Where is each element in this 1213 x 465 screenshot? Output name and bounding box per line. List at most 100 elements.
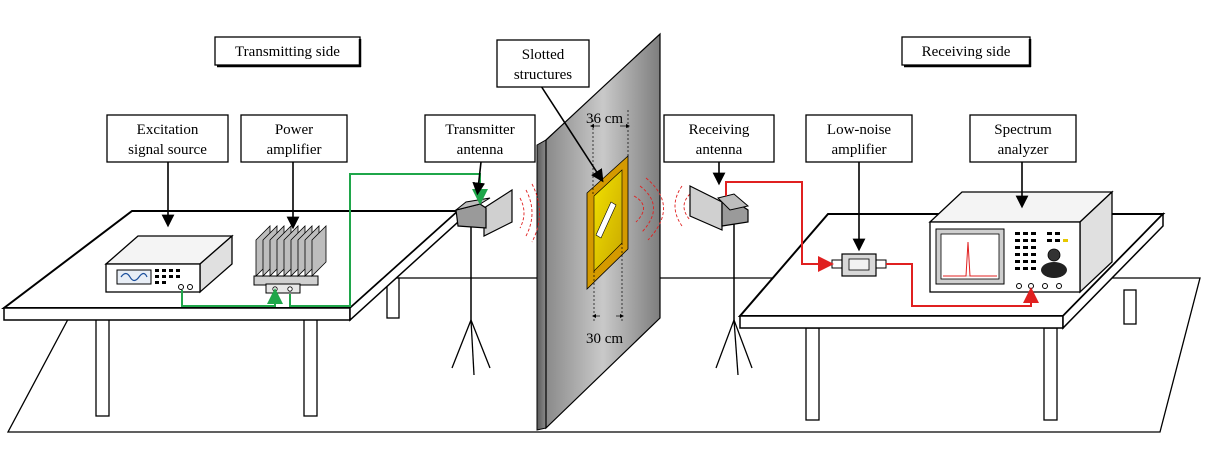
rx-antenna-horn: [689, 185, 723, 231]
right-table-leg: [805, 327, 820, 421]
left-table-leg: [303, 317, 318, 417]
tx-text-2: antenna: [457, 142, 504, 158]
sine-wave-icon: [120, 272, 148, 282]
cable-source-to-pa: [181, 288, 283, 307]
lna-face: [848, 258, 870, 271]
tx-antenna-horn: [483, 188, 513, 237]
wave-arc-tx: [519, 197, 525, 229]
pa-port: [287, 286, 293, 292]
lna-text-2: amplifier: [832, 142, 887, 158]
dimension-bottom-label: 30 cm: [586, 331, 623, 347]
tripod-leg: [470, 319, 491, 369]
spec-text-1: Spectrum: [994, 122, 1052, 138]
dimension-top-label: 36 cm: [586, 111, 623, 127]
rx-text-2: antenna: [696, 142, 743, 158]
label-power-amplifier: Power amplifier: [240, 114, 348, 163]
wave-arc-rx: [683, 193, 691, 221]
label-excitation-signal-source: Excitation signal source: [106, 114, 229, 163]
analyzer-port: [1028, 283, 1034, 289]
spectrum-peak-trace: [943, 241, 997, 277]
lna-text-1: Low-noise: [827, 122, 891, 138]
source-button: [162, 281, 166, 284]
right-table-leg: [1043, 327, 1058, 421]
callout-leaders: [161, 85, 1029, 252]
tripod-leg: [715, 319, 735, 369]
wave-arc-tx: [525, 189, 533, 237]
wave-arc-rx: [674, 185, 683, 227]
source-port: [178, 284, 184, 290]
spec-text-2: analyzer: [998, 142, 1049, 158]
slot-opening: [595, 201, 617, 239]
power-text-2: amplifier: [267, 142, 322, 158]
slotted-text-1: Slotted: [522, 47, 565, 63]
receiving-antenna: [689, 185, 753, 376]
slotted-wall: 36 cm 30 cm: [536, 32, 661, 431]
excitation-text-2: signal source: [128, 142, 207, 158]
source-port: [187, 284, 193, 290]
right-table-leg: [1123, 289, 1137, 325]
knob-icon: [1047, 248, 1061, 262]
analyzer-port: [1042, 283, 1048, 289]
wave-arc-center: [639, 185, 654, 233]
label-receiving-antenna: Receiving antenna: [663, 114, 775, 163]
source-button: [162, 269, 166, 272]
label-spectrum-analyzer: Spectrum analyzer: [969, 114, 1077, 163]
lna-connector: [831, 259, 843, 269]
source-button: [169, 269, 173, 272]
source-display: [116, 269, 152, 285]
lna-connector: [875, 259, 887, 269]
wave-arc-center: [633, 195, 644, 223]
analyzer-port: [1016, 283, 1022, 289]
label-low-noise-amplifier: Low-noise amplifier: [805, 114, 913, 163]
source-front: [105, 263, 201, 293]
source-button: [155, 275, 159, 278]
excitation-text-1: Excitation: [137, 122, 199, 138]
receiving-side-text: Receiving side: [922, 44, 1011, 60]
rx-cable: [725, 181, 1039, 307]
analyzer-button-grid: [1015, 232, 1060, 270]
source-button: [155, 281, 159, 284]
pa-connector-plate: [265, 283, 301, 294]
source-button: [176, 275, 180, 278]
spectrum-analyzer: [928, 190, 1114, 294]
source-button: [155, 269, 159, 272]
transmitting-side-text: Transmitting side: [235, 44, 340, 60]
rx-text-1: Receiving: [689, 122, 750, 138]
pa-port: [272, 286, 278, 292]
tripod-leg: [733, 319, 739, 376]
excitation-signal-source: [104, 234, 234, 294]
wave-arc-tx: [531, 183, 540, 243]
label-transmitting-side: Transmitting side: [214, 36, 362, 68]
analyzer-port: [1056, 283, 1062, 289]
source-button: [176, 269, 180, 272]
tripod-leg: [733, 319, 753, 369]
right-table-edge-front: [739, 315, 1064, 329]
label-transmitter-antenna: Transmitter antenna: [424, 114, 536, 163]
wall-side-face: [536, 139, 547, 431]
low-noise-amplifier: [831, 253, 887, 277]
wave-arc-center: [645, 177, 664, 241]
radio-waves: [519, 177, 691, 243]
power-text-1: Power: [275, 122, 313, 138]
tripod-leg: [451, 319, 472, 369]
label-receiving-side: Receiving side: [901, 36, 1032, 68]
pa-heatsink-fins: [255, 225, 327, 277]
source-button: [169, 275, 173, 278]
transmitter-antenna: [451, 188, 513, 376]
pa-base: [253, 275, 319, 286]
source-button: [162, 275, 166, 278]
tx-text-1: Transmitter: [445, 122, 514, 138]
analyzer-dpad: [1041, 262, 1067, 278]
slotted-text-2: structures: [514, 67, 572, 83]
left-table-edge-front: [3, 307, 351, 321]
rx-antenna-feed-top: [717, 193, 750, 211]
tripod-leg: [470, 319, 475, 376]
label-slotted-structures: Slotted structures: [496, 39, 590, 88]
analyzer-accent-button: [1063, 239, 1068, 242]
power-amplifier: [253, 225, 327, 294]
left-table-leg: [95, 317, 110, 417]
right-table-edge-side: [1062, 212, 1164, 330]
cable-rx-antenna-to-lna: [725, 181, 834, 272]
cable-lna-to-analyzer: [886, 263, 1039, 307]
